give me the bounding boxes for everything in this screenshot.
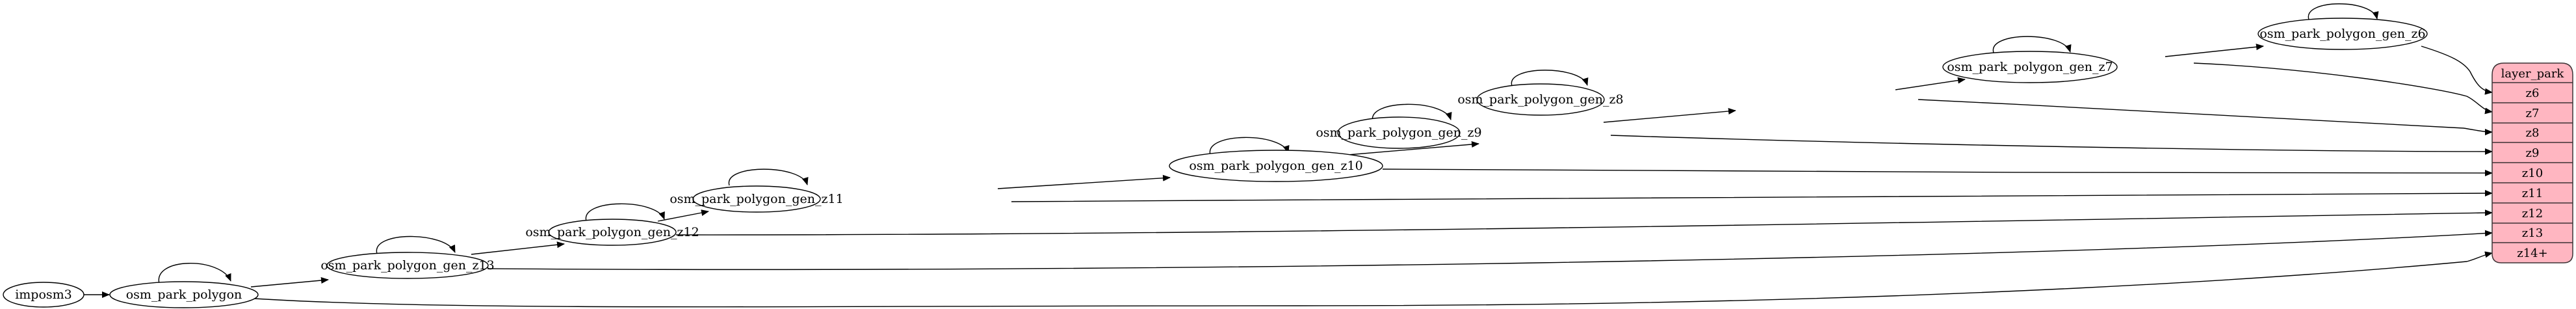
node-osm-park-polygon-gen-z6[interactable]: osm_park_polygon_gen_z6 (2257, 18, 2428, 50)
self-loops (158, 3, 2379, 284)
self-loop-z12 (586, 203, 665, 222)
node-osm-park-polygon-gen-z8[interactable]: osm_park_polygon_gen_z8 (1457, 83, 1624, 116)
node-label: osm_park_polygon_gen_z11 (670, 192, 843, 206)
table-title: layer_park (2501, 67, 2565, 81)
edge-z12-to-z11 (657, 209, 709, 222)
edge-z13-to-table-z13 (487, 230, 2493, 271)
node-label: osm_park_polygon_gen_z6 (2259, 27, 2425, 41)
node-osm-park-polygon-gen-z10[interactable]: osm_park_polygon_gen_z10 (1169, 150, 1383, 182)
edge-z9-to-z8 (1603, 107, 1736, 123)
node-label: imposm3 (15, 288, 72, 302)
table-row-z9: z9 (2526, 146, 2540, 160)
node-label: osm_park_polygon (126, 288, 242, 302)
edge-z13-to-z12 (471, 241, 565, 255)
edge-polygon-to-table-z14 (254, 251, 2493, 308)
table-layer-park[interactable]: layer_park z6 z7 z8 z9 z10 z11 z12 z13 z… (2491, 62, 2573, 263)
node-osm-park-polygon-gen-z13[interactable]: osm_park_polygon_gen_z13 (320, 252, 495, 279)
edge-z10-to-z9 (1332, 141, 1479, 157)
edge-polygon-to-z13 (250, 277, 329, 288)
edge-z8-to-z7 (1895, 77, 1966, 90)
node-label: osm_park_polygon_gen_z10 (1189, 159, 1362, 173)
table-row-z11: z11 (2522, 187, 2543, 200)
node-osm-park-polygon[interactable]: osm_park_polygon (109, 281, 259, 308)
table-row-z12: z12 (2522, 207, 2543, 221)
edge-z10-to-table-z10 (1382, 168, 2493, 176)
node-osm-park-polygon-gen-z11[interactable]: osm_park_polygon_gen_z11 (670, 185, 844, 213)
node-label: osm_park_polygon_gen_z13 (320, 258, 494, 273)
table-row-z13: z13 (2522, 226, 2543, 240)
node-label: osm_park_polygon_gen_z7 (1947, 60, 2113, 74)
edge-z7-to-z6 (2165, 44, 2264, 57)
table-edges (254, 46, 2493, 308)
self-loop-z7 (1993, 36, 2072, 53)
node-osm-park-polygon-gen-z12[interactable]: osm_park_polygon_gen_z12 (525, 219, 699, 246)
self-loop-z6 (2308, 3, 2379, 20)
edge-z8-to-table-z8 (1918, 99, 2493, 135)
edge-z6-to-table-z6 (2421, 46, 2493, 95)
node-osm-park-polygon-gen-z7[interactable]: osm_park_polygon_gen_z7 (1942, 51, 2118, 83)
node-label: osm_park_polygon_gen_z8 (1457, 92, 1623, 107)
self-loop-z13 (376, 235, 456, 254)
table-row-z10: z10 (2522, 167, 2543, 180)
self-loop-z8 (1511, 70, 1589, 87)
node-label: osm_park_polygon_gen_z12 (525, 225, 699, 239)
table-row-z14-plus: z14+ (2517, 247, 2547, 260)
edge-z7-to-table-z7 (2193, 62, 2493, 114)
edge-z11-to-table-z11 (1011, 190, 2493, 202)
self-loop-osm-park-polygon (158, 263, 231, 284)
table-row-z6: z6 (2526, 87, 2540, 100)
node-imposm3[interactable]: imposm3 (3, 282, 85, 308)
edge-z9-to-table-z9 (1610, 135, 2493, 155)
self-loop-z10 (1210, 137, 1290, 155)
edge-z11-to-z10 (997, 174, 1171, 189)
table-row-dividers (2492, 82, 2573, 243)
node-label: osm_park_polygon_gen_z9 (1316, 126, 1481, 140)
edge-z12-to-table-z12 (675, 209, 2493, 235)
self-loop-z9 (1372, 103, 1452, 122)
node-osm-park-polygon-gen-z9[interactable]: osm_park_polygon_gen_z9 (1316, 116, 1482, 149)
table-row-z7: z7 (2526, 107, 2540, 120)
chain-edges (84, 44, 2264, 298)
self-loop-z11 (729, 168, 809, 186)
table-row-z8: z8 (2526, 126, 2540, 140)
